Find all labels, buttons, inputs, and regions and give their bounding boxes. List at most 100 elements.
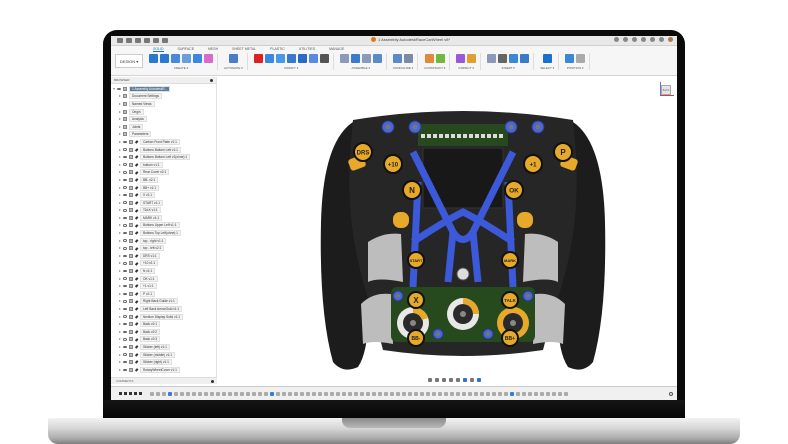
timeline-feature[interactable]	[336, 391, 340, 396]
timeline-feature[interactable]	[462, 391, 466, 396]
configure-icon[interactable]	[392, 54, 402, 63]
timeline-feature[interactable]	[294, 391, 298, 396]
expand-icon[interactable]	[119, 315, 121, 318]
expand-icon[interactable]	[119, 125, 121, 128]
rotary-middle[interactable]	[447, 298, 479, 330]
timeline-feature[interactable]	[300, 391, 304, 396]
expand-icon[interactable]	[119, 216, 121, 219]
tab-plastic[interactable]: PLASTIC	[270, 47, 285, 51]
tree-item[interactable]: bottom v1:1	[111, 161, 216, 169]
joint-icon[interactable]	[350, 54, 360, 63]
tree-item[interactable]: P v1:1	[111, 290, 216, 298]
add-comment-icon[interactable]	[211, 380, 214, 383]
combine-icon[interactable]	[286, 54, 296, 63]
timeline-feature[interactable]	[264, 391, 268, 396]
tree-item[interactable]: Joints	[111, 123, 216, 131]
tree-item[interactable]: Document Settings	[111, 93, 216, 101]
job-status-icon[interactable]	[641, 37, 646, 42]
tree-item[interactable]: Nextion Display Solid v1:1	[111, 313, 216, 321]
timeline-feature[interactable]	[504, 391, 508, 396]
timeline-feature[interactable]	[546, 391, 550, 396]
expand-icon[interactable]	[119, 118, 121, 121]
tree-item[interactable]: Parameters	[111, 131, 216, 139]
grid-menu-icon[interactable]	[117, 38, 123, 43]
timeline-feature[interactable]	[558, 391, 562, 396]
extrude-icon[interactable]	[160, 54, 169, 63]
expand-icon[interactable]	[119, 368, 121, 371]
timeline-feature[interactable]	[156, 391, 160, 396]
ribbon-group-label[interactable]: SELECT ▾	[540, 66, 555, 70]
capture-position-icon[interactable]	[565, 54, 575, 63]
button-p[interactable]: P	[553, 142, 573, 162]
offset-plane-icon[interactable]	[424, 54, 434, 63]
viewports-icon[interactable]	[477, 378, 481, 382]
timeline-feature[interactable]	[402, 391, 406, 396]
expand-icon[interactable]	[119, 194, 121, 197]
comments-panel[interactable]: COMMENTS	[111, 377, 217, 384]
timeline-feature[interactable]	[186, 391, 190, 396]
expand-icon[interactable]	[119, 285, 121, 288]
table-icon[interactable]	[403, 54, 413, 63]
tree-item[interactable]: Buttons Upper Left v1:1	[111, 222, 216, 230]
press-pull-icon[interactable]	[264, 54, 274, 63]
button-plus10[interactable]: +10	[383, 154, 403, 174]
tree-item[interactable]: Buttons Bottom Left v2(ohne):1	[111, 153, 216, 161]
expand-icon[interactable]	[119, 102, 121, 105]
expand-icon[interactable]	[119, 338, 121, 341]
visibility-icon[interactable]	[123, 201, 127, 204]
timeline-feature[interactable]	[324, 391, 328, 396]
timeline-feature[interactable]	[198, 391, 202, 396]
visibility-icon[interactable]	[123, 269, 127, 273]
ribbon-group-label[interactable]: INSERT ▾	[501, 66, 515, 70]
tree-item[interactable]: Origin	[111, 108, 216, 116]
tree-item[interactable]: top - right v1:1	[111, 237, 216, 245]
visibility-icon[interactable]	[123, 277, 127, 280]
expand-icon[interactable]	[119, 345, 121, 348]
tree-item[interactable]: +10 v1:1	[111, 260, 216, 268]
left-encoder-mid[interactable]	[393, 212, 409, 228]
timeline-previous-icon[interactable]	[124, 392, 127, 395]
timeline-feature[interactable]	[276, 391, 280, 396]
timeline-feature[interactable]	[492, 391, 496, 396]
tree-item[interactable]: MARK v1:1	[111, 214, 216, 222]
visibility-icon[interactable]	[123, 148, 127, 151]
visibility-icon[interactable]	[123, 300, 127, 303]
expand-icon[interactable]	[119, 292, 121, 295]
visibility-icon[interactable]	[123, 254, 127, 258]
timeline-feature[interactable]	[498, 391, 502, 396]
pan-icon[interactable]	[442, 378, 446, 382]
tree-item[interactable]: Sticker (middle) v1:1	[111, 351, 216, 359]
timeline-last-icon[interactable]	[139, 392, 142, 395]
measure-icon[interactable]	[456, 54, 466, 63]
viewcube[interactable]: BACK	[660, 82, 674, 96]
timeline-feature[interactable]	[342, 391, 346, 396]
visibility-icon[interactable]	[123, 140, 127, 144]
delete-icon[interactable]	[253, 54, 263, 63]
visibility-icon[interactable]	[123, 193, 127, 197]
timeline-feature[interactable]	[450, 391, 454, 396]
timeline-feature[interactable]	[270, 391, 274, 396]
orbit-icon[interactable]	[428, 378, 432, 382]
tab-surface[interactable]: SURFACE	[177, 47, 195, 51]
timeline-feature[interactable]	[552, 391, 556, 396]
timeline-feature[interactable]	[438, 391, 442, 396]
visibility-icon[interactable]	[123, 216, 127, 220]
home-icon[interactable]	[162, 38, 168, 43]
visibility-icon[interactable]	[123, 322, 127, 326]
tab-solid[interactable]: SOLID	[153, 47, 164, 52]
visibility-icon[interactable]	[123, 171, 127, 174]
timeline-feature[interactable]	[228, 391, 232, 396]
help-icon[interactable]	[659, 37, 664, 42]
revert-icon[interactable]	[576, 54, 586, 63]
tab-sheet-metal[interactable]: SHEET METAL	[232, 47, 257, 51]
tree-item[interactable]: Analysis	[111, 115, 216, 123]
tree-item[interactable]: Sticker (left) v1:1	[111, 343, 216, 351]
avatar[interactable]	[668, 37, 673, 42]
automate-icon[interactable]	[228, 54, 238, 63]
display-settings-icon[interactable]	[463, 378, 467, 382]
expand-icon[interactable]	[119, 277, 121, 280]
new-component-icon[interactable]	[339, 54, 349, 63]
ribbon-group-label[interactable]: POSITION ▾	[566, 66, 584, 70]
grid-settings-icon[interactable]	[470, 378, 474, 382]
visibility-icon[interactable]	[123, 239, 127, 242]
